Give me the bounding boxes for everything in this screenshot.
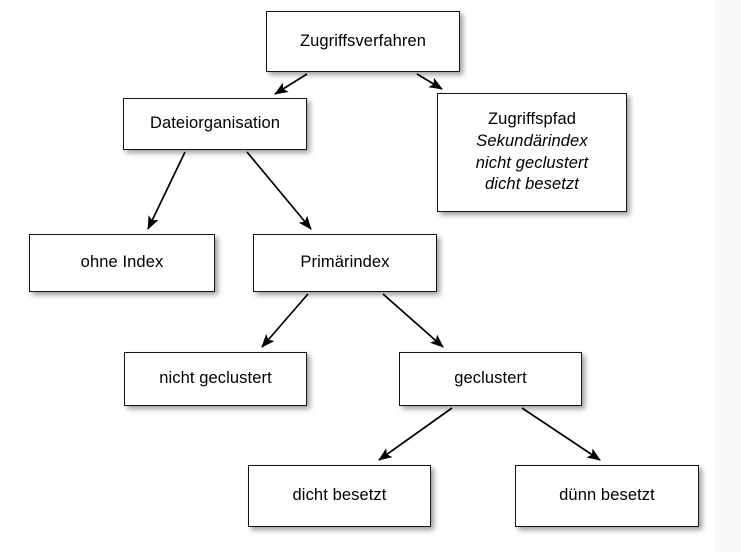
edge-dateiorganisation-ohne-index: [147, 151, 186, 230]
edge-dateiorganisation-primaerindex: [246, 151, 312, 230]
node-ohne-index[interactable]: ohne Index: [29, 234, 215, 292]
node-zugriffspfad[interactable]: Zugriffspfad Sekundärindex nicht geclust…: [437, 93, 627, 212]
edge-primaerindex-geclustert: [382, 293, 444, 348]
edge-zugriffsverfahren-dateiorganisation: [274, 73, 308, 95]
node-label: geclustert: [454, 369, 527, 388]
node-nicht-geclustert[interactable]: nicht geclustert: [124, 352, 307, 406]
right-side-panel: [715, 0, 741, 552]
node-label: dünn besetzt: [559, 486, 655, 505]
node-label-line-2: Sekundärindex: [476, 131, 588, 150]
node-label-line-1: Zugriffspfad: [487, 109, 577, 128]
node-geclustert[interactable]: geclustert: [399, 352, 582, 406]
node-zugriffsverfahren[interactable]: Zugriffsverfahren: [266, 11, 460, 72]
edge-geclustert-duenn-besetzt: [521, 407, 601, 461]
node-label: Dateiorganisation: [149, 114, 281, 133]
edge-zugriffsverfahren-zugriffspfad: [416, 73, 443, 90]
node-label: dicht besetzt: [292, 486, 387, 505]
node-duenn-besetzt[interactable]: dünn besetzt: [515, 465, 699, 527]
node-label: ohne Index: [80, 253, 164, 272]
node-label-line-4: dicht besetzt: [485, 175, 579, 194]
edge-geclustert-dicht-besetzt: [378, 407, 453, 461]
node-label: Primärindex: [300, 253, 390, 272]
node-dateiorganisation[interactable]: Dateiorganisation: [123, 98, 307, 150]
node-dicht-besetzt[interactable]: dicht besetzt: [248, 465, 431, 527]
edge-primaerindex-nicht-geclustert: [261, 293, 309, 348]
node-label-line-3: nicht geclustert: [475, 153, 589, 172]
node-primaerindex[interactable]: Primärindex: [253, 234, 437, 292]
node-label: Zugriffsverfahren: [299, 31, 427, 50]
node-label: nicht geclustert: [159, 369, 272, 388]
